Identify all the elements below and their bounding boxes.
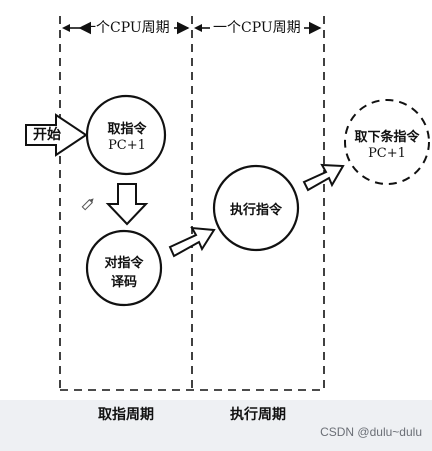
next-node <box>344 99 430 185</box>
span-right-head-start <box>194 24 202 32</box>
start-arrow <box>25 113 88 157</box>
start-label: 开始 <box>33 127 61 143</box>
phase-execute-label: 执行周期 <box>230 407 286 423</box>
fetch-node-title: 取指令 <box>107 122 147 137</box>
execute-node-title: 执行指令 <box>229 203 282 218</box>
next-node-sub: PC+1 <box>368 146 406 161</box>
execute-to-next-arrow <box>302 163 345 192</box>
phase-fetch-label: 取指周期 <box>98 407 154 423</box>
decode-to-execute-arrow <box>168 226 216 258</box>
cycle-span-left-label: 一个CPU周期 <box>82 20 170 36</box>
watermark-text: CSDN @dulu~dulu <box>320 425 422 439</box>
pencil-icon <box>81 198 94 211</box>
decode-node <box>85 229 163 307</box>
fetch-node <box>85 94 167 176</box>
span-left-head-start <box>62 24 70 32</box>
decode-node-sub: 译码 <box>110 275 137 290</box>
cycle-span-right-label: 一个CPU周期 <box>213 20 301 36</box>
decode-node-title: 对指令 <box>104 256 144 271</box>
cycle-boundaries <box>59 16 325 391</box>
fetch-node-sub: PC+1 <box>108 138 146 153</box>
next-node-title: 取下条指令 <box>354 130 420 145</box>
execute-node <box>212 164 300 252</box>
fetch-to-decode-arrow <box>105 183 149 226</box>
